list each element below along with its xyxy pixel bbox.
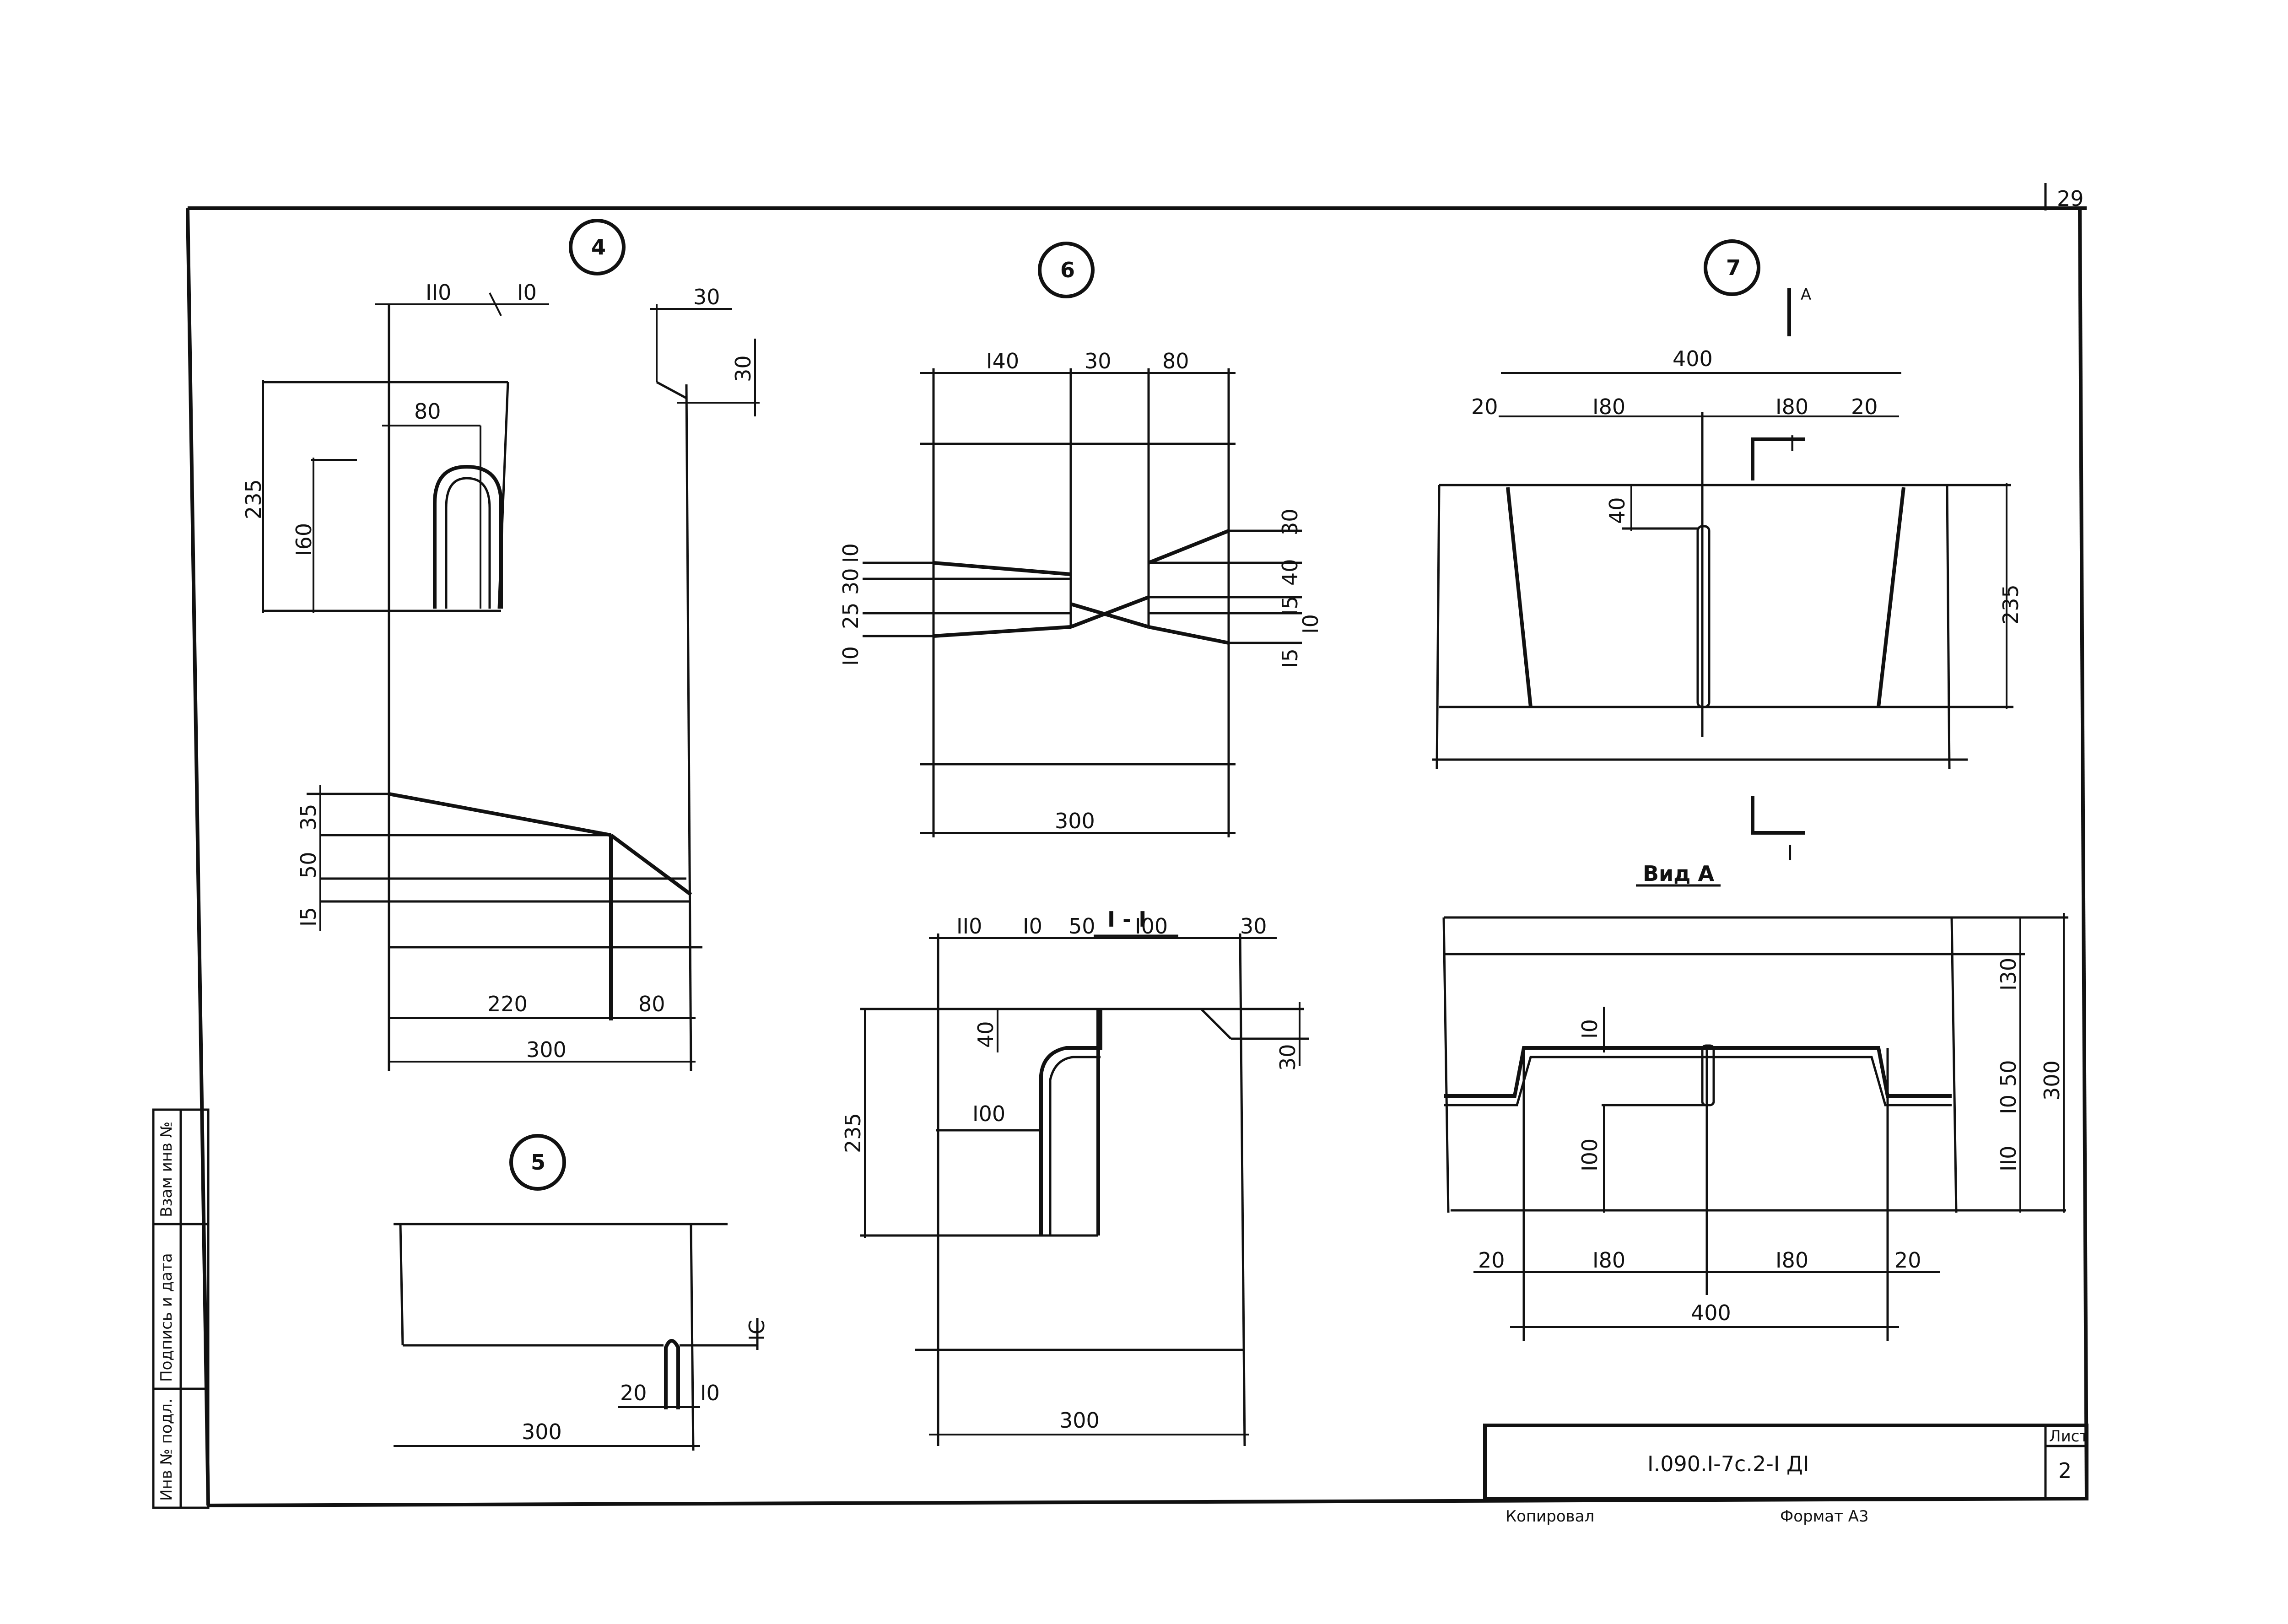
svg-text:I80: I80 <box>1592 1248 1625 1273</box>
svg-text:300: 300 <box>526 1037 567 1062</box>
svg-text:40: 40 <box>1605 497 1630 524</box>
svg-text:I5: I5 <box>296 907 321 927</box>
svg-text:I00: I00 <box>1577 1138 1602 1171</box>
view-a: Вид А I0 I00 I30 50 I0 II0 300 20 I80 I8… <box>1442 861 2068 1341</box>
svg-text:I30: I30 <box>1996 958 2021 991</box>
svg-text:235: 235 <box>241 479 266 519</box>
page-number: 29 <box>2057 186 2084 211</box>
svg-text:400: 400 <box>1691 1300 1731 1325</box>
svg-text:20: 20 <box>1471 394 1498 419</box>
detail-5-marker: 5 <box>531 1150 545 1175</box>
copied-label: Копировал <box>1506 1507 1594 1526</box>
svg-text:30: 30 <box>1240 914 1267 939</box>
svg-text:20: 20 <box>620 1381 647 1405</box>
svg-text:I40: I40 <box>986 349 1019 373</box>
svg-text:I0: I0 <box>838 646 863 666</box>
svg-text:I0: I0 <box>1298 614 1323 634</box>
svg-text:300: 300 <box>522 1419 562 1444</box>
view-arrow-label: А <box>1801 286 1811 304</box>
svg-text:I5: I5 <box>1278 596 1302 615</box>
sheet-number: 2 <box>2058 1458 2072 1483</box>
svg-text:20: 20 <box>1478 1248 1505 1273</box>
svg-text:300: 300 <box>1059 1408 1100 1433</box>
stamp-sign-date: Подпись и дата <box>157 1253 176 1382</box>
svg-text:300: 300 <box>1055 809 1095 833</box>
detail-6-marker: 6 <box>1060 258 1075 282</box>
svg-text:40: 40 <box>1278 559 1302 586</box>
cut-label-top: I <box>1789 431 1796 456</box>
detail-7: 7 А I I 400 20 I80 I80 20 40 235 <box>1432 239 2023 865</box>
svg-text:II0: II0 <box>1996 1146 2021 1171</box>
svg-text:II0: II0 <box>426 280 451 305</box>
stamp-inv-orig: Инв № подл. <box>157 1398 176 1501</box>
svg-text:I80: I80 <box>1775 1248 1808 1273</box>
svg-text:I0: I0 <box>1023 914 1042 939</box>
svg-text:40: 40 <box>973 1021 998 1048</box>
svg-text:I0: I0 <box>517 280 537 305</box>
svg-text:220: 220 <box>487 992 528 1016</box>
svg-text:I0: I0 <box>1996 1095 2021 1114</box>
svg-text:80: 80 <box>414 399 441 424</box>
section-i-i: I - I II0 I0 50 I00 30 40 I00 235 30 300 <box>841 907 1309 1446</box>
svg-text:20: 20 <box>1851 394 1878 419</box>
svg-text:30: 30 <box>838 568 863 595</box>
sheet-label: Лист <box>2049 1427 2088 1446</box>
svg-text:235: 235 <box>841 1113 865 1153</box>
detail-6: 6 I40 30 80 I0 30 25 I0 30 40 I5 I0 I5 <box>838 242 1323 837</box>
title-block: I.090.I-7c.2-I ДI Лист 2 Копировал Форма… <box>1483 1424 2088 1526</box>
view-a-title: Вид А <box>1643 861 1714 886</box>
detail-4-marker: 4 <box>591 235 606 259</box>
svg-text:I00: I00 <box>1135 914 1168 939</box>
svg-text:I0: I0 <box>700 1381 720 1405</box>
detail-5: 5 IC 20 I0 300 <box>394 1134 769 1451</box>
svg-text:50: 50 <box>1996 1060 2021 1087</box>
svg-text:30: 30 <box>1085 349 1112 373</box>
svg-text:II0: II0 <box>956 914 982 939</box>
svg-text:30: 30 <box>1278 508 1302 535</box>
svg-text:25: 25 <box>838 602 863 629</box>
svg-text:35: 35 <box>296 804 321 831</box>
svg-text:235: 235 <box>1998 584 2023 625</box>
svg-text:I80: I80 <box>1592 394 1625 419</box>
document-code: I.090.I-7c.2-I ДI <box>1647 1451 1809 1476</box>
svg-text:80: 80 <box>638 992 665 1016</box>
detail-4: 4 II0 I0 30 30 80 235 <box>241 219 760 1071</box>
svg-text:I5: I5 <box>1278 648 1302 668</box>
svg-text:50: 50 <box>1068 914 1095 939</box>
left-stamp: Инв № подл. Подпись и дата Взам инв № <box>152 1108 210 1509</box>
format-label: Формат А3 <box>1780 1507 1869 1526</box>
svg-text:I: I <box>1787 841 1793 865</box>
svg-text:30: 30 <box>1275 1044 1300 1071</box>
stamp-inv-replace: Взам инв № <box>157 1122 176 1217</box>
svg-text:50: 50 <box>296 852 321 879</box>
svg-text:30: 30 <box>731 355 755 382</box>
svg-text:I0: I0 <box>1577 1019 1602 1039</box>
svg-text:I80: I80 <box>1775 394 1808 419</box>
svg-text:300: 300 <box>2040 1060 2064 1101</box>
svg-text:80: 80 <box>1162 349 1189 373</box>
svg-text:IC: IC <box>745 1320 769 1341</box>
svg-text:20: 20 <box>1894 1248 1921 1273</box>
svg-text:400: 400 <box>1673 346 1713 371</box>
detail-7-marker: 7 <box>1726 255 1741 280</box>
svg-text:I0: I0 <box>838 543 863 563</box>
svg-text:30: 30 <box>693 285 720 309</box>
section-title: I - I <box>1107 907 1146 932</box>
svg-text:I60: I60 <box>291 523 316 556</box>
svg-text:I00: I00 <box>972 1101 1005 1126</box>
